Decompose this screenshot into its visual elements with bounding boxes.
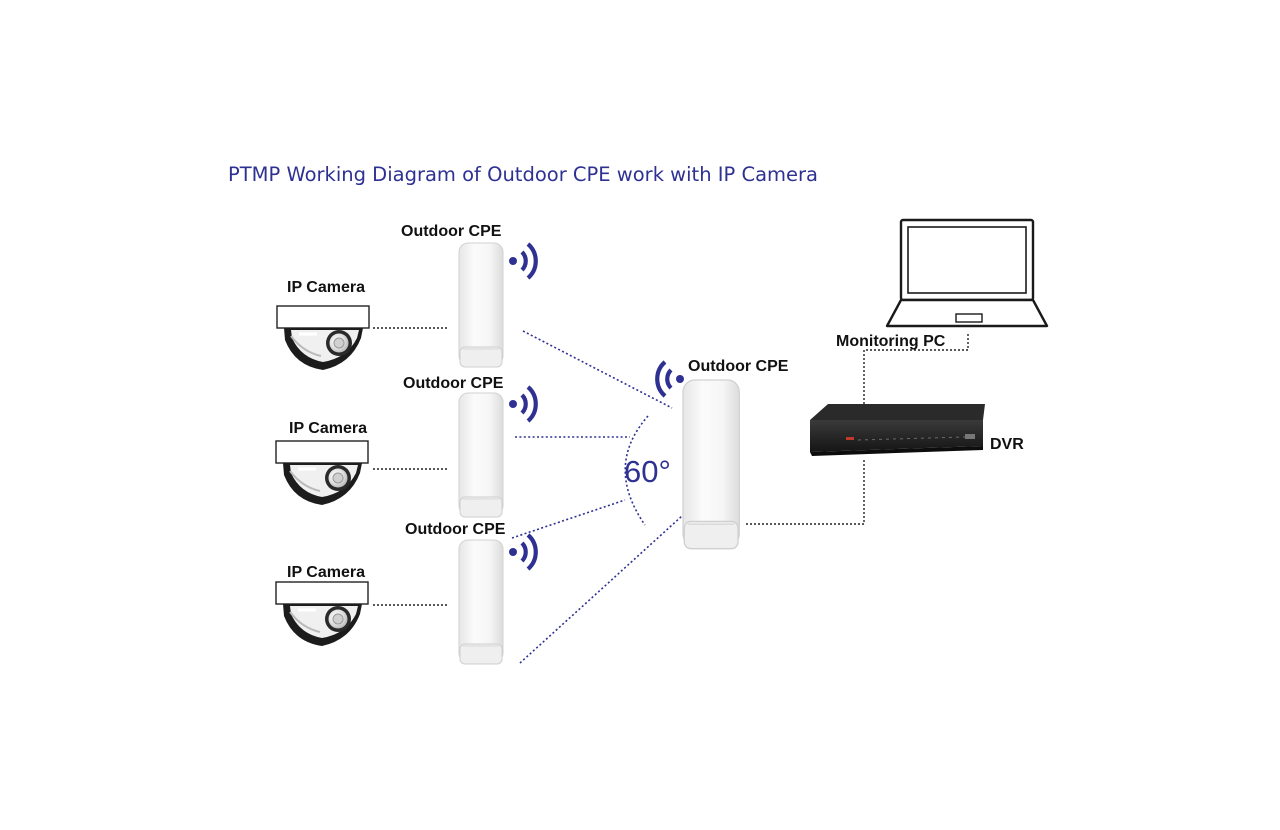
wired-link-dvr-to-pc	[863, 333, 969, 404]
base-cpe: Outdoor CPE	[657, 358, 789, 550]
cpe-device-3	[458, 539, 504, 665]
wifi-signal-icon	[657, 362, 684, 396]
ip-camera-3: IP Camera	[274, 564, 370, 648]
wifi-signal-icon	[509, 244, 536, 278]
ip-camera-2: IP Camera	[274, 420, 370, 507]
client-cpe-3: Outdoor CPE	[405, 521, 536, 665]
ip-camera-1: IP Camera	[275, 279, 371, 372]
client-cpe-2: Outdoor CPE	[403, 375, 536, 518]
dome-camera-icon	[274, 439, 370, 507]
coverage-angle-arc	[624, 415, 649, 526]
diagram-title: PTMP Working Diagram of Outdoor CPE work…	[228, 163, 818, 186]
laptop-icon	[885, 218, 1049, 328]
dvr-label: DVR	[990, 436, 1024, 453]
monitoring-pc: Monitoring PC	[836, 218, 1049, 350]
ip-camera-2-label: IP Camera	[289, 420, 367, 437]
monitoring-pc-label: Monitoring PC	[836, 333, 946, 350]
wireless-link-1	[522, 330, 673, 409]
dome-camera-icon	[274, 580, 370, 648]
base-cpe-label: Outdoor CPE	[688, 358, 789, 375]
client-cpe-1-label: Outdoor CPE	[401, 223, 502, 240]
dvr: DVR	[810, 404, 1024, 456]
wifi-signal-icon	[509, 535, 536, 569]
wireless-link-3	[511, 499, 626, 539]
client-cpe-3-label: Outdoor CPE	[405, 521, 506, 538]
cpe-device-base	[682, 379, 741, 550]
coverage-angle-label: 60°	[624, 454, 671, 489]
wired-link-base-to-dvr	[746, 458, 865, 525]
wifi-signal-icon	[509, 387, 536, 421]
client-cpe-2-label: Outdoor CPE	[403, 375, 504, 392]
dvr-recorder-icon	[810, 404, 985, 456]
ip-camera-3-label: IP Camera	[287, 564, 365, 581]
ip-camera-1-label: IP Camera	[287, 279, 365, 296]
cpe-device-2	[458, 392, 504, 518]
client-cpe-1: Outdoor CPE	[401, 223, 536, 368]
wireless-link-4	[519, 515, 683, 664]
cpe-device-1	[458, 242, 504, 368]
dome-camera-icon	[275, 304, 371, 372]
